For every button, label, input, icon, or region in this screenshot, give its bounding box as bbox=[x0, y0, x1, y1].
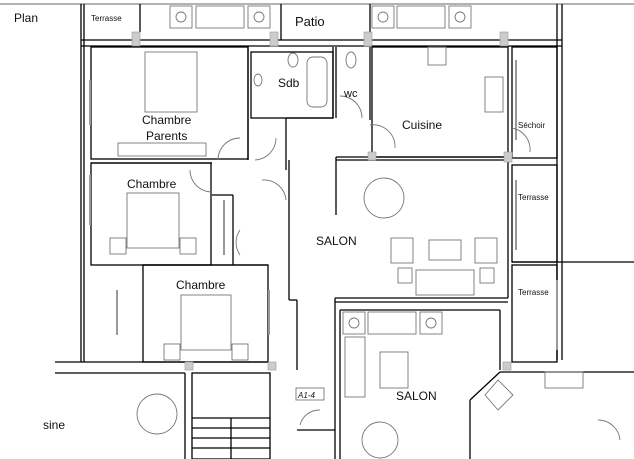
bathtub-icon bbox=[306, 56, 328, 108]
room-label-chambre: Chambre bbox=[127, 177, 177, 191]
room-label-cuisine: Cuisine bbox=[402, 118, 442, 132]
windows bbox=[89, 60, 558, 350]
room-label-salon: SALON bbox=[316, 234, 357, 248]
room-label-wc: wc bbox=[343, 88, 358, 100]
room-label-chambre-parents: Chambre bbox=[142, 113, 192, 127]
kitchen-sink-icon bbox=[484, 76, 504, 113]
room-label-sechoir: Séchoir bbox=[518, 121, 545, 130]
room-label-sdb: Sdb bbox=[278, 76, 300, 90]
room-label-chambre-parents-2: Parents bbox=[146, 129, 187, 143]
wardrobe-icon bbox=[117, 142, 207, 157]
sink-icon bbox=[287, 52, 299, 68]
room-labels: Terrasse Patio Chambre Parents Sdb wc Cu… bbox=[43, 14, 549, 432]
room-label-patio: Patio bbox=[295, 14, 325, 29]
room-label-salon-2: SALON bbox=[396, 389, 437, 403]
wall-columns bbox=[131, 31, 513, 371]
room-label-cuisine-partial: sine bbox=[43, 418, 65, 432]
toilet-icon bbox=[345, 51, 357, 69]
room-label-terrasse-top: Terrasse bbox=[91, 14, 122, 23]
sofa-icon bbox=[195, 5, 245, 29]
section-tag: A1-4 bbox=[297, 391, 315, 400]
stove-icon bbox=[427, 46, 447, 66]
doors bbox=[189, 95, 621, 441]
walls bbox=[55, 4, 634, 459]
room-label-terrasse-right: Terrasse bbox=[518, 193, 549, 202]
dining-table-icon bbox=[363, 177, 405, 219]
armchair-icon bbox=[169, 5, 193, 29]
bed-icon bbox=[144, 51, 198, 113]
room-label-chambre-2: Chambre bbox=[176, 278, 226, 292]
room-label-terrasse-right-2: Terrasse bbox=[518, 288, 549, 297]
furniture bbox=[109, 5, 584, 459]
plan-title: Plan bbox=[14, 11, 38, 25]
